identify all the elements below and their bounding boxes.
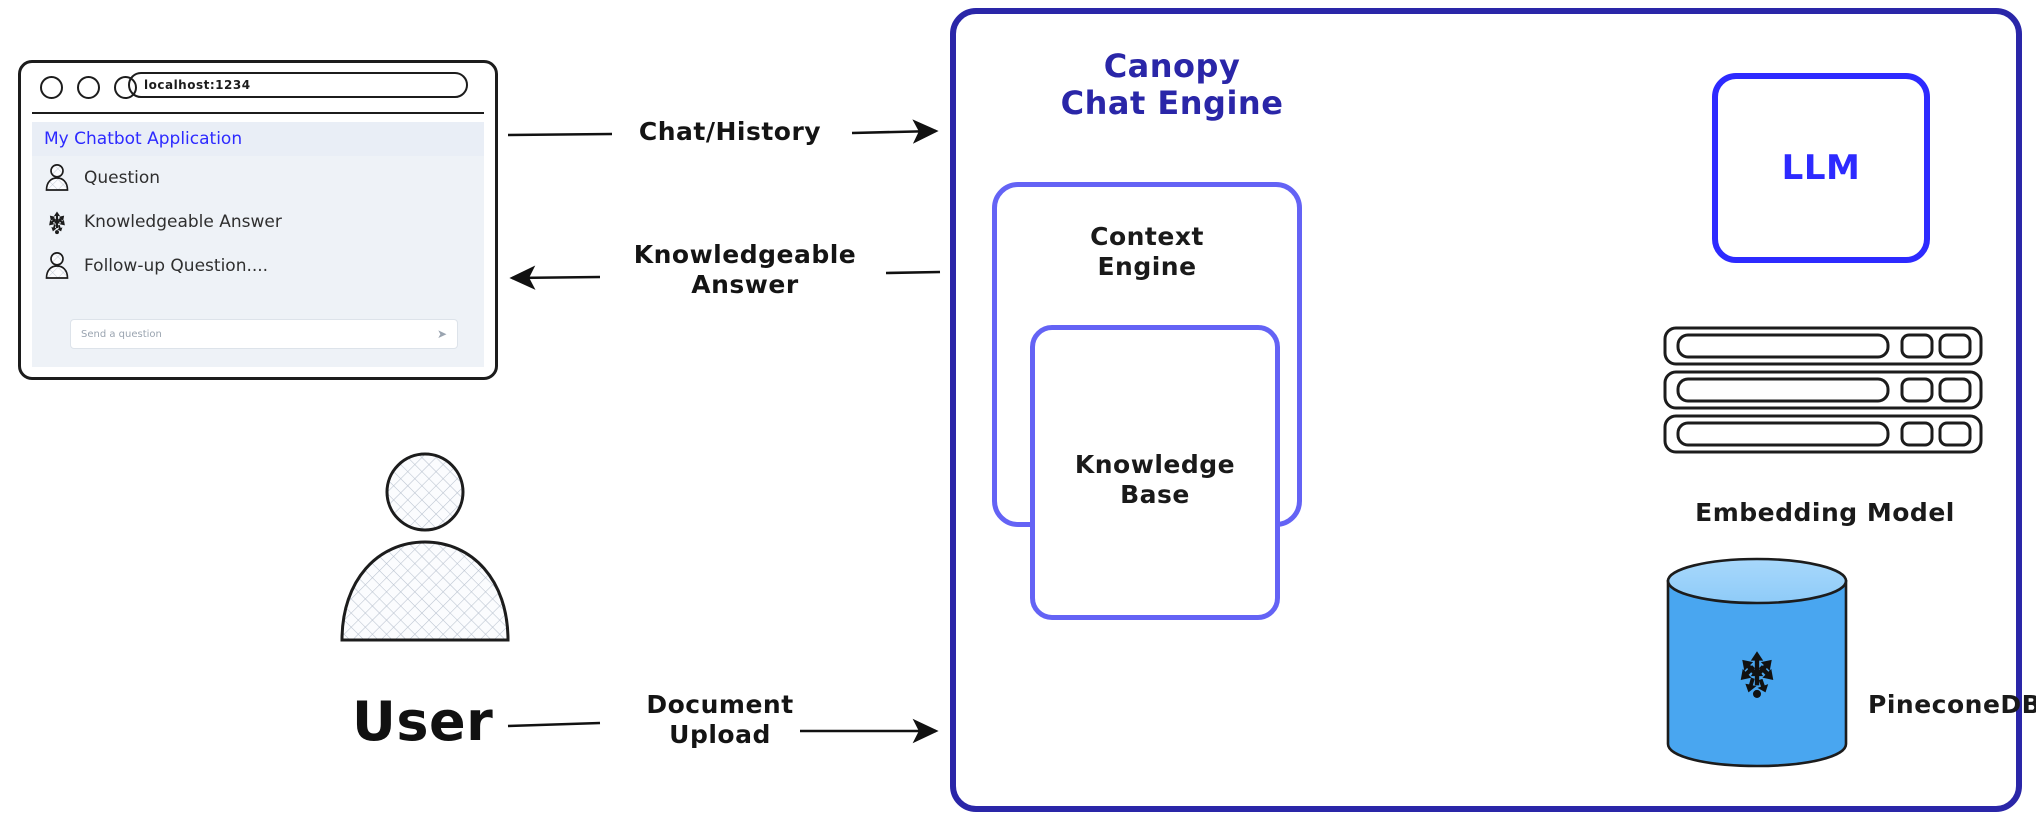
browser-window: localhost:1234 My Chatbot Application Qu… xyxy=(18,60,498,380)
flow-label-knowledgeable-answer: Knowledgeable Answer xyxy=(600,240,890,299)
address-bar-url: localhost:1234 xyxy=(144,78,251,92)
knowledge-base-line-1: Knowledge xyxy=(1074,450,1236,479)
embedding-model-label: Embedding Model xyxy=(1695,498,1955,527)
chat-panel: My Chatbot Application Question xyxy=(32,122,484,367)
list-item: Question xyxy=(32,156,484,200)
input-placeholder: Send a question xyxy=(81,328,162,340)
flow-label-line-2: Answer xyxy=(691,269,799,299)
person-icon xyxy=(45,252,69,279)
window-controls[interactable] xyxy=(40,76,137,99)
context-engine-label: Context Engine xyxy=(992,222,1302,282)
llm-box: LLM xyxy=(1712,73,1930,263)
arrow-document-upload xyxy=(507,718,939,744)
list-item: Knowledgeable Answer xyxy=(32,200,484,244)
toolbar-divider xyxy=(32,112,484,114)
list-item-label: Knowledgeable Answer xyxy=(84,212,282,232)
context-engine-line-2: Engine xyxy=(1097,252,1197,281)
knowledge-base-label: Knowledge Base xyxy=(1030,450,1280,510)
knowledge-base-line-2: Base xyxy=(1120,480,1190,509)
user-avatar-icon xyxy=(340,452,510,642)
arrow-knowledgeable-answer xyxy=(509,265,941,290)
flow-label-line-1: Knowledgeable xyxy=(633,240,857,269)
llm-label: LLM xyxy=(1781,148,1861,188)
database-cylinder-icon xyxy=(1666,557,1848,768)
close-button-dot[interactable] xyxy=(40,76,63,99)
list-item-label: Question xyxy=(84,168,161,188)
title-line-1: Canopy xyxy=(1103,47,1241,85)
search-input[interactable]: Send a question ➤ xyxy=(70,319,458,349)
minimize-button-dot[interactable] xyxy=(77,76,100,99)
arrow-chat-history xyxy=(507,119,939,144)
list-item-label: Follow-up Question.... xyxy=(84,256,269,276)
address-bar[interactable]: localhost:1234 xyxy=(128,72,468,98)
person-icon xyxy=(45,164,69,191)
page-title: My Chatbot Application xyxy=(32,122,484,156)
list-item: Follow-up Question.... xyxy=(32,244,484,288)
send-icon[interactable]: ➤ xyxy=(436,327,447,341)
pinecone-logo-icon xyxy=(49,211,65,235)
user-label: User xyxy=(352,690,494,753)
flow-label-line-2: Upload xyxy=(669,719,771,749)
knowledge-base-box xyxy=(1030,325,1280,620)
server-rack-icon xyxy=(1663,326,1983,454)
pinecone-db-label: PineconeDB xyxy=(1868,690,2036,719)
flow-label-document-upload: Document Upload xyxy=(590,690,850,749)
context-engine-line-1: Context xyxy=(1090,222,1204,251)
title-line-2: Chat Engine xyxy=(1060,83,1284,122)
flow-label-line-1: Document xyxy=(646,690,794,719)
flow-label-chat-history: Chat/History xyxy=(638,117,822,146)
canopy-chat-engine-title: Canopy Chat Engine xyxy=(1022,48,1322,122)
